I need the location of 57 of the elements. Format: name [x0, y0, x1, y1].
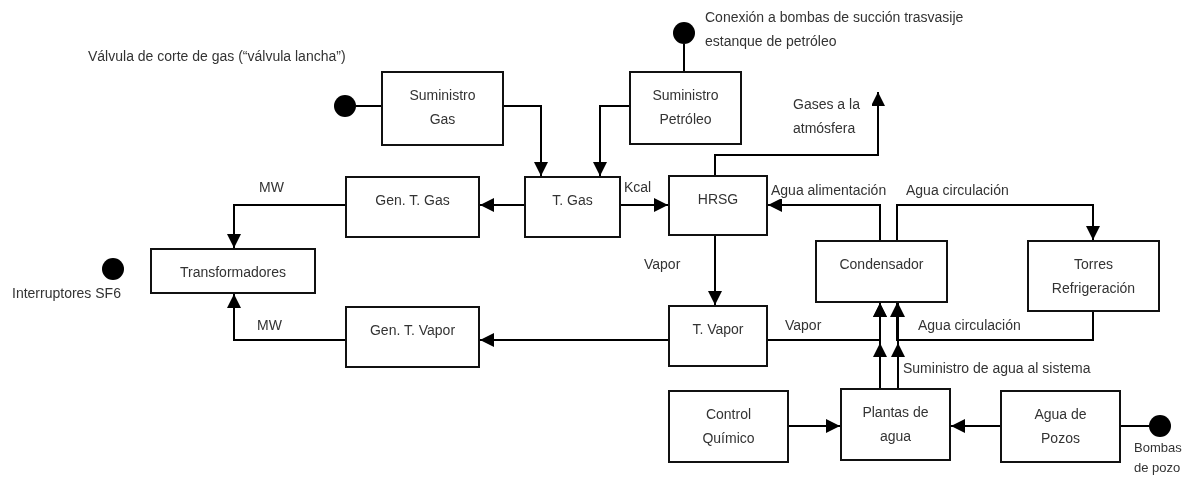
process-box	[840, 388, 951, 461]
box-label: T. Vapor	[692, 320, 744, 339]
arrow	[227, 293, 346, 341]
edge-label: Agua circulación	[917, 316, 1022, 334]
arrow	[479, 333, 669, 347]
arrow	[479, 198, 525, 212]
connector-line	[355, 105, 382, 107]
arrow	[891, 302, 905, 389]
arrow	[227, 204, 346, 249]
arrow	[873, 302, 887, 389]
endpoint-label: Válvula de corte de gas (“válvula lancha”)	[88, 47, 347, 66]
box-label: Suministro Gas	[408, 86, 477, 129]
arrow	[503, 105, 548, 177]
arrow	[714, 91, 885, 176]
edge-label: Agua alimentación	[770, 181, 888, 199]
box-label: Agua de Pozos	[1033, 405, 1088, 448]
connection-dot	[1149, 415, 1171, 437]
connection-dot	[334, 95, 356, 117]
arrow	[890, 302, 1094, 341]
box-label: Control Químico	[701, 405, 756, 448]
connection-dot	[102, 258, 124, 280]
edge-label: Suministro de agua al sistema	[902, 359, 1092, 377]
process-box	[629, 71, 742, 145]
arrow	[593, 105, 630, 177]
box-label: Torres Refrigeración	[1050, 255, 1137, 298]
process-box	[381, 71, 504, 146]
process-box	[345, 176, 480, 238]
arrow	[767, 198, 881, 241]
connector-line	[683, 43, 685, 72]
box-label: Gen. T. Vapor	[369, 321, 456, 340]
process-box	[668, 305, 768, 367]
arrow	[950, 419, 1001, 433]
box-label: Gen. T. Gas	[375, 191, 450, 210]
edge-label: Agua circulación	[905, 181, 1010, 199]
arrow	[896, 204, 1100, 241]
box-label: Suministro Petróleo	[651, 86, 720, 129]
connection-dot	[673, 22, 695, 44]
process-box	[815, 240, 948, 303]
box-label: Condensador	[839, 255, 924, 274]
process-box	[668, 175, 768, 236]
endpoint-label: Bombas de pozo	[1134, 439, 1183, 477]
box-label: Plantas de agua	[861, 403, 930, 446]
box-label: HRSG	[697, 190, 739, 209]
arrow	[708, 235, 722, 306]
endpoint-label: Interruptores SF6	[12, 284, 122, 303]
endpoint-label: Conexión a bombas de succión trasvasije estanque de petróleo	[705, 8, 965, 51]
box-label: T. Gas	[552, 191, 593, 210]
process-box	[150, 248, 316, 294]
process-box	[668, 390, 789, 463]
process-box	[524, 176, 621, 238]
box-label: Transformadores	[179, 263, 287, 282]
process-box	[1000, 390, 1121, 463]
process-box	[345, 306, 480, 368]
connector-line	[1120, 425, 1150, 427]
arrow	[620, 198, 669, 212]
arrow	[788, 419, 841, 433]
process-box	[1027, 240, 1160, 312]
